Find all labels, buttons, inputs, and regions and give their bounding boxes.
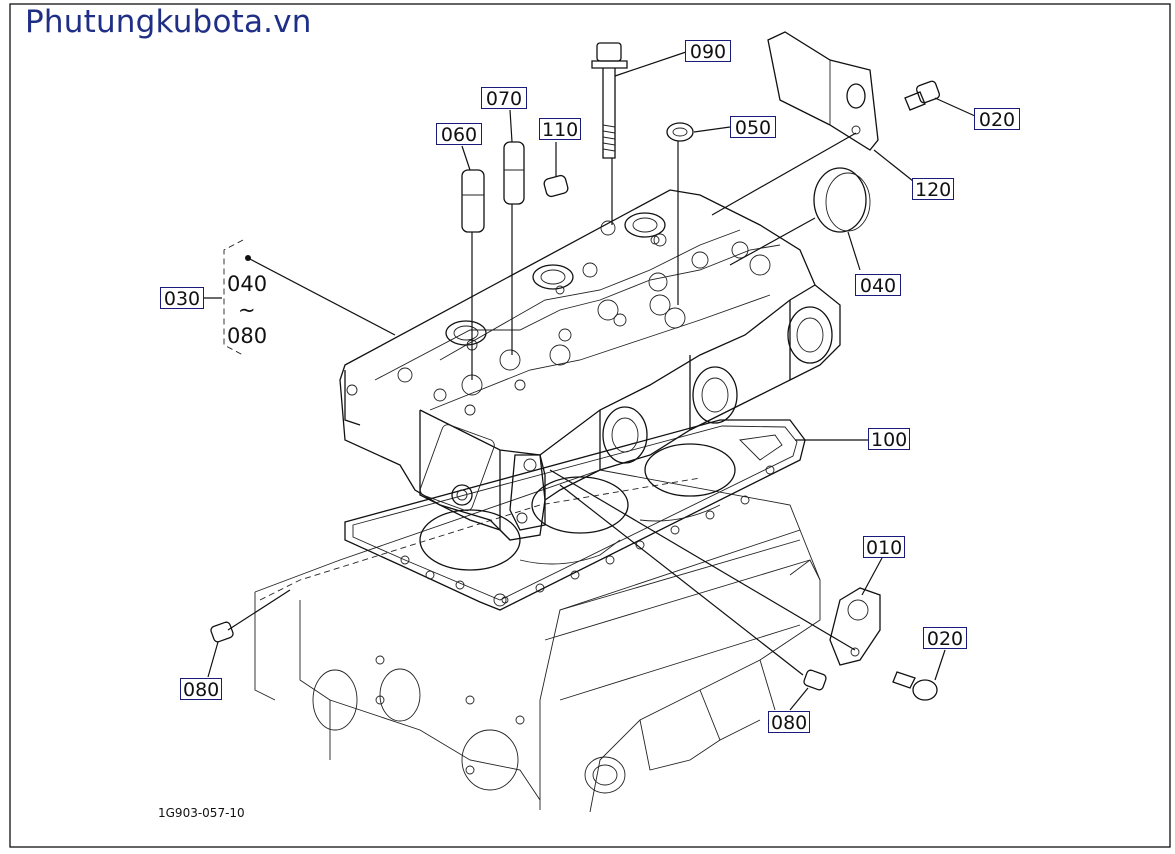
part-label-050[interactable]: 050 [730,116,776,139]
diagram-code: 1G903-057-10 [158,806,245,820]
drawing-border [9,3,1171,848]
valve-guide-070 [503,141,525,205]
plug-040 [813,167,871,233]
part-label-040[interactable]: 040 [855,274,901,297]
part-label-080-left[interactable]: 080 [180,678,222,701]
leader-lines [204,51,976,711]
plug-080-left [210,621,234,643]
range-tilde: ~ [238,298,256,322]
engine-block [254,469,821,813]
part-label-110[interactable]: 110 [539,118,581,141]
site-watermark: Phutungkubota.vn [25,4,312,40]
part-label-010[interactable]: 010 [863,536,905,559]
head-gasket [344,419,806,611]
range-from: 040 [227,272,268,296]
bolt-020-top [904,80,940,111]
plug-080-right [803,669,827,691]
bolt-090 [591,42,628,159]
range-to: 080 [227,324,268,348]
part-label-060[interactable]: 060 [436,123,482,146]
part-label-020-top[interactable]: 020 [974,108,1020,131]
bolt-020-bottom [892,671,938,701]
part-label-100[interactable]: 100 [868,428,910,451]
part-label-090[interactable]: 090 [685,40,731,63]
part-label-070[interactable]: 070 [481,87,527,110]
part-label-120[interactable]: 120 [912,178,954,201]
part-label-020-bottom[interactable]: 020 [923,627,967,650]
valve-guide-060 [461,169,485,233]
hanger-bracket-120 [767,31,879,151]
gasket-010 [829,587,881,666]
part-label-030[interactable]: 030 [160,287,204,310]
plug-110 [543,174,569,198]
cylinder-head [339,189,841,541]
group-bracket [223,239,251,356]
seal-050 [666,122,694,142]
part-label-080-right[interactable]: 080 [768,711,810,734]
